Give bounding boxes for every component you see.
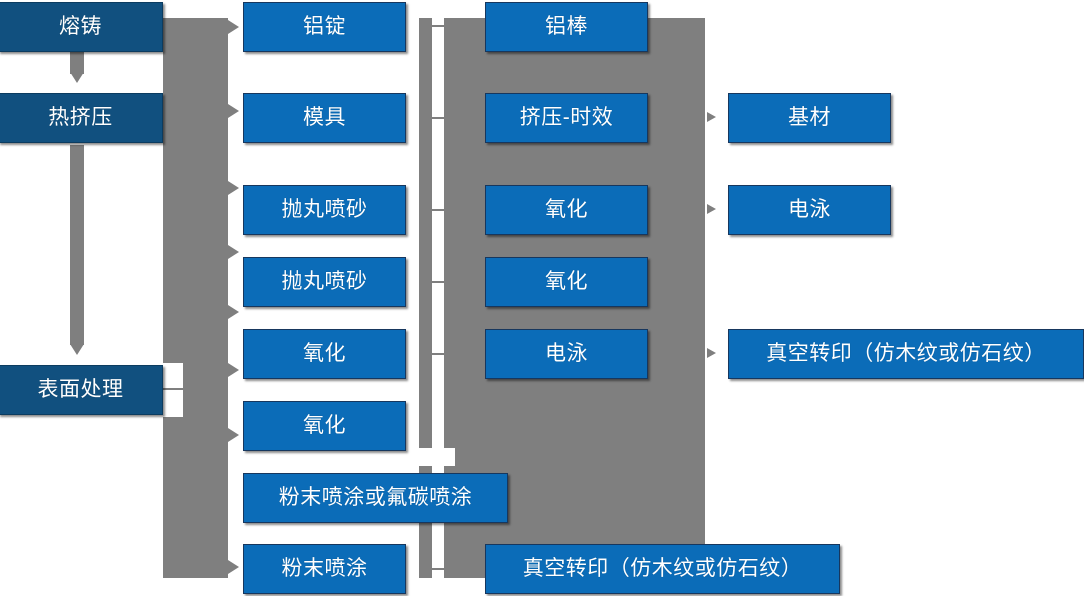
bracket-line-4 xyxy=(432,281,445,283)
connector-melt-to-extrusion xyxy=(70,52,84,74)
connector-surface-to-bar xyxy=(163,388,185,390)
connector-bar-col2-left xyxy=(419,18,432,578)
bracket-line-2 xyxy=(432,117,445,119)
output-label-col4-3: 真空转印（仿木纹或仿石纹） xyxy=(766,342,1046,366)
process-label-col2-6: 氧化 xyxy=(303,414,346,438)
process-box-col3-5[interactable]: 电泳 xyxy=(485,329,648,379)
arrow-right-icon-col2-6 xyxy=(228,363,239,377)
process-label-col3-5: 电泳 xyxy=(545,342,588,366)
arrow-right-icon-col2-4 xyxy=(228,245,239,259)
arrow-right-icon-col4-2 xyxy=(707,204,716,214)
process-label-col3-6: 真空转印（仿木纹或仿石纹） xyxy=(522,557,803,581)
arrow-right-icon-col2-3 xyxy=(228,181,239,195)
process-label-col2-2: 模具 xyxy=(303,106,346,130)
process-box-col2-5[interactable]: 氧化 xyxy=(243,329,406,379)
process-box-col2-8[interactable]: 粉末喷涂 xyxy=(243,544,406,594)
process-label-col2-3: 抛丸喷砂 xyxy=(281,198,368,222)
process-box-col2-3[interactable]: 抛丸喷砂 xyxy=(243,185,406,235)
stage-label-hot-extrusion: 热挤压 xyxy=(48,106,113,130)
arrow-right-icon-col2-8 xyxy=(228,560,239,574)
connector-notch-surface xyxy=(163,363,183,417)
arrow-right-icon-col2-7 xyxy=(228,428,239,442)
bracket-line-6 xyxy=(432,568,445,570)
connector-bar-stage-to-column2 xyxy=(163,18,228,578)
arrow-right-icon-col2-2 xyxy=(228,104,239,118)
process-box-col3-1[interactable]: 铝棒 xyxy=(485,2,648,52)
process-box-col3-4[interactable]: 氧化 xyxy=(485,257,648,307)
process-label-col2-7: 粉末喷涂或氟碳喷涂 xyxy=(278,486,473,510)
stage-box-hot-extrusion[interactable]: 热挤压 xyxy=(0,93,163,143)
process-box-col3-2[interactable]: 挤压-时效 xyxy=(485,93,648,143)
process-box-col2-7[interactable]: 粉末喷涂或氟碳喷涂 xyxy=(243,473,508,523)
process-box-col2-6[interactable]: 氧化 xyxy=(243,401,406,451)
stage-label-melting-casting: 熔铸 xyxy=(59,15,102,39)
process-label-col2-4: 抛丸喷砂 xyxy=(281,270,368,294)
process-label-col2-1: 铝锭 xyxy=(303,15,346,39)
process-box-col2-1[interactable]: 铝锭 xyxy=(243,2,406,52)
process-label-col3-1: 铝棒 xyxy=(545,15,588,39)
arrow-right-icon-col4-3 xyxy=(707,348,716,358)
stage-label-surface-treatment: 表面处理 xyxy=(37,378,124,402)
arrow-down-icon-to-surface-treatment xyxy=(70,344,84,355)
bracket-line-3 xyxy=(432,209,445,211)
bracket-line-5 xyxy=(432,353,445,355)
process-label-col2-8: 粉末喷涂 xyxy=(281,557,368,581)
process-box-col2-4[interactable]: 抛丸喷砂 xyxy=(243,257,406,307)
stage-box-surface-treatment[interactable]: 表面处理 xyxy=(0,365,163,415)
connector-extrusion-to-surface xyxy=(70,145,84,345)
arrow-right-icon-col2-5 xyxy=(228,305,239,319)
bracket-line-1 xyxy=(432,25,445,27)
output-box-col4-1[interactable]: 基材 xyxy=(728,93,891,143)
process-box-col2-2[interactable]: 模具 xyxy=(243,93,406,143)
stage-box-melting-casting[interactable]: 熔铸 xyxy=(0,2,163,52)
connector-bar-col2-right xyxy=(444,18,455,578)
arrow-down-icon-to-hot-extrusion xyxy=(70,72,84,83)
output-label-col4-1: 基材 xyxy=(788,106,831,130)
output-label-col4-2: 电泳 xyxy=(788,198,831,222)
process-label-col3-2: 挤压-时效 xyxy=(519,106,614,130)
process-box-col3-3[interactable]: 氧化 xyxy=(485,185,648,235)
process-label-col2-5: 氧化 xyxy=(303,342,346,366)
output-box-col4-2[interactable]: 电泳 xyxy=(728,185,891,235)
process-box-col3-6[interactable]: 真空转印（仿木纹或仿石纹） xyxy=(485,544,840,594)
process-label-col3-4: 氧化 xyxy=(545,270,588,294)
connector-bar-gap xyxy=(419,448,455,466)
output-box-col4-3[interactable]: 真空转印（仿木纹或仿石纹） xyxy=(728,329,1084,379)
process-label-col3-3: 氧化 xyxy=(545,198,588,222)
arrow-right-icon-col4-1 xyxy=(707,112,716,122)
arrow-right-icon-col2-1 xyxy=(228,20,239,34)
